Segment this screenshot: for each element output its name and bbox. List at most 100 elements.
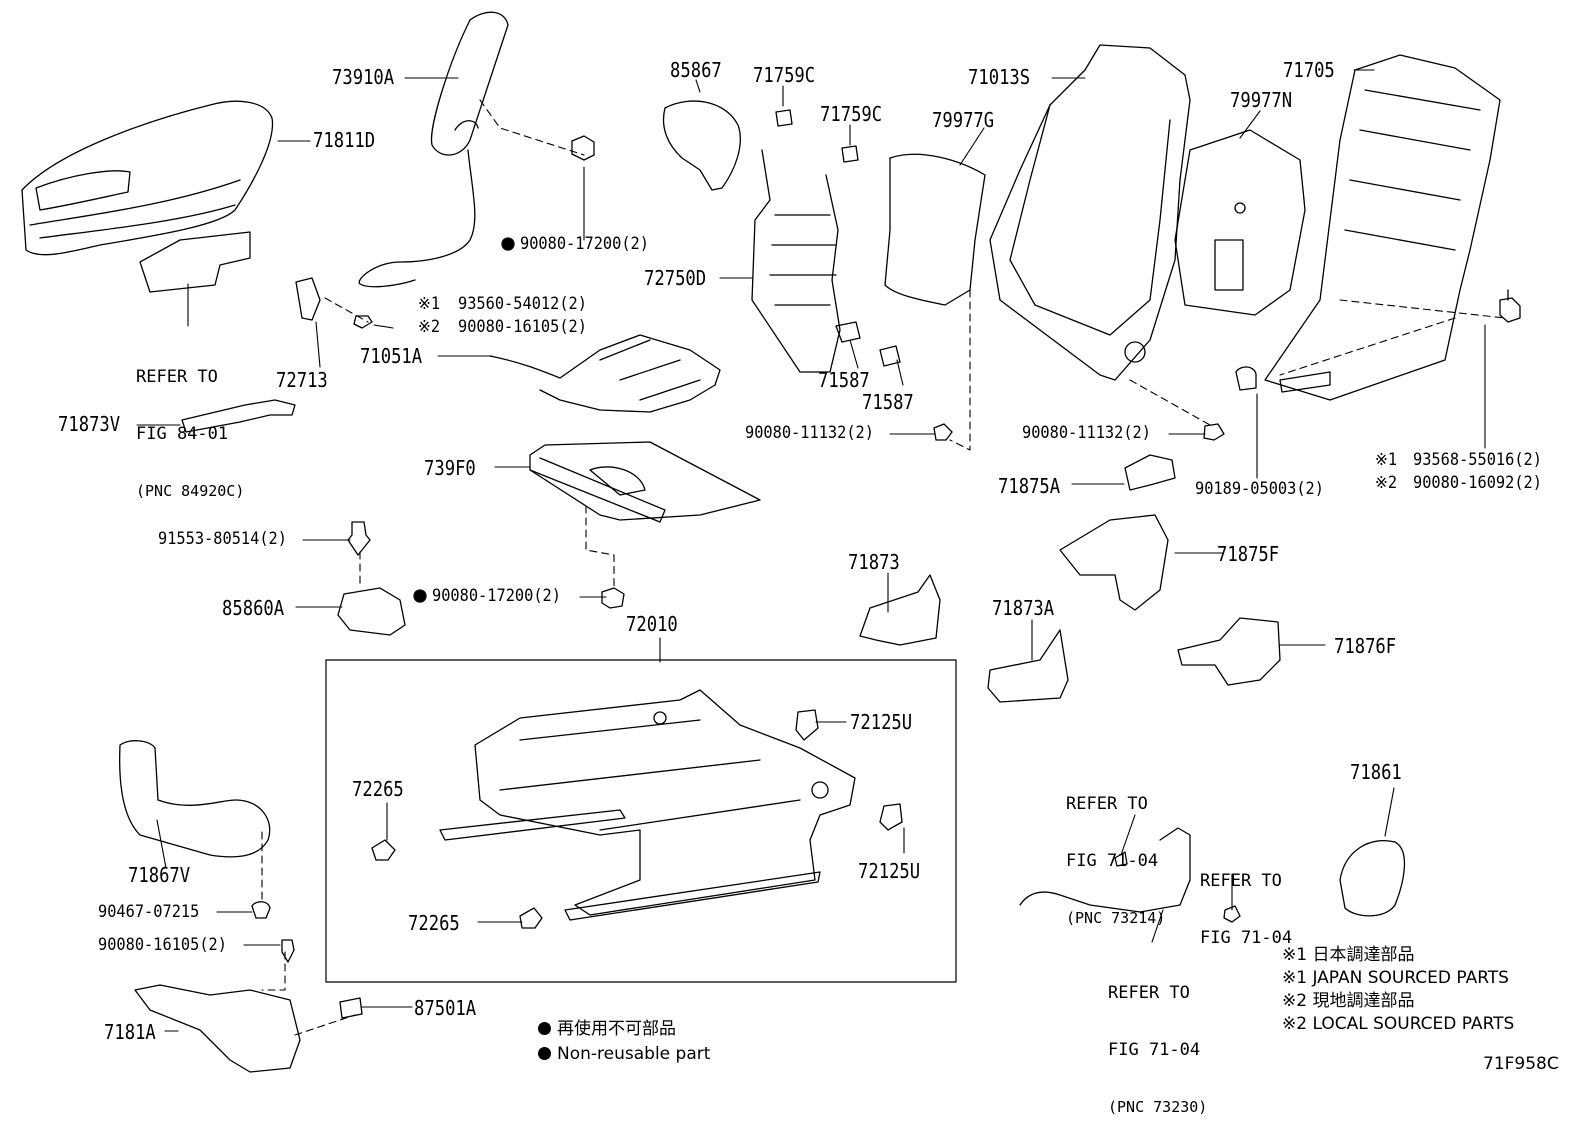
lumbar-support-72750D [751, 149, 841, 373]
part-label-93560[interactable]: 93560-54012(2) [458, 294, 587, 314]
part-71876F [1177, 617, 1281, 686]
part-label-90080-17200-a[interactable]: 90080-17200(2) [520, 234, 649, 254]
nut-marker-a [501, 237, 515, 251]
clip-71587-a [835, 321, 861, 343]
parts-illustration [21, 11, 1521, 1073]
part-label-71875A[interactable]: 71875A [998, 474, 1061, 498]
part-label-72010[interactable]: 72010 [626, 612, 678, 636]
part-71873 [859, 574, 941, 646]
part-label-85867[interactable]: 85867 [670, 58, 722, 82]
part-label-87501A[interactable]: 87501A [414, 996, 477, 1020]
cover-85867 [662, 100, 741, 191]
refer-line-1: REFER TO [1066, 794, 1148, 814]
bullet-icon [538, 1022, 551, 1035]
part-71873V [181, 399, 296, 433]
legend-japan-sourced-en: ※1 JAPAN SOURCED PARTS [1282, 968, 1509, 988]
mark-2-b: ※2 [1375, 473, 1398, 493]
part-label-71051A[interactable]: 71051A [360, 344, 423, 368]
clip-90189 [1235, 366, 1257, 391]
refer-line-2: FIG 71-04 [1108, 1040, 1201, 1060]
pad-79977N [1174, 129, 1306, 316]
part-label-739F0[interactable]: 739F0 [424, 456, 476, 480]
refer-line-3: (PNC 73214) [1066, 909, 1166, 927]
legend-japan-sourced-jp: ※1 日本調達部品 [1282, 945, 1415, 965]
part-label-72713[interactable]: 72713 [276, 368, 328, 392]
dashed-assembly-lines [261, 99, 1506, 1036]
refer-line-1: REFER TO [1108, 983, 1190, 1003]
part-87501A [339, 997, 363, 1019]
bracket-84920C [139, 231, 251, 293]
part-label-90080-17200-b[interactable]: 90080-17200(2) [432, 586, 561, 606]
refer-line-3: (PNC 73230) [1108, 1098, 1208, 1116]
pad-79977G [884, 153, 986, 306]
bolt-90080-11132-b [1203, 423, 1225, 441]
back-board-71705 [1264, 54, 1501, 401]
part-label-72265-b[interactable]: 72265 [408, 911, 460, 935]
mark-2-a: ※2 [418, 317, 441, 337]
part-label-79977G[interactable]: 79977G [932, 108, 995, 132]
bracket-7181A [134, 984, 301, 1073]
refer-line-2: FIG 71-04 [1066, 851, 1159, 871]
part-label-93568[interactable]: 93568-55016(2) [1413, 450, 1542, 470]
side-shield-71811D [21, 100, 274, 256]
part-label-90080-16092[interactable]: 90080-16092(2) [1413, 473, 1542, 493]
part-label-71875F[interactable]: 71875F [1217, 542, 1280, 566]
refer-line-2: FIG 84-01 [136, 424, 229, 444]
part-label-71873V[interactable]: 71873V [58, 412, 121, 436]
bolt-91553 [347, 521, 371, 556]
lumbar-73910A [358, 11, 509, 288]
mark-1-b: ※1 [1375, 450, 1398, 470]
part-label-72265-a[interactable]: 72265 [352, 777, 404, 801]
clip-71759C-a [775, 109, 793, 127]
pad-79977N-hole [1214, 239, 1244, 291]
part-71861 [1339, 840, 1406, 917]
part-label-71705[interactable]: 71705 [1283, 58, 1335, 82]
part-label-71759C-a[interactable]: 71759C [753, 63, 816, 87]
screw-93560 [353, 315, 373, 329]
bolt-90080-16105-b [281, 939, 295, 963]
legend-local-sourced-jp: ※2 現地調達部品 [1282, 991, 1415, 1011]
clip-72125U-a [795, 709, 819, 741]
nut-90080-17200-a [571, 135, 595, 161]
part-label-72125U-a[interactable]: 72125U [850, 710, 913, 734]
part-label-79977N[interactable]: 79977N [1230, 88, 1293, 112]
refer-fig-71-04-73214: REFER TO FIG 71-04 (PNC 73214) [1066, 757, 1165, 947]
seatback-frame-71013S [989, 44, 1191, 381]
part-label-91553[interactable]: 91553-80514(2) [158, 529, 287, 549]
part-label-73910A[interactable]: 73910A [332, 65, 395, 89]
refer-line-1: REFER TO [1200, 871, 1282, 891]
part-label-72750D[interactable]: 72750D [644, 266, 707, 290]
part-label-90467[interactable]: 90467-07215 [98, 902, 200, 922]
bolt-90080-11132-a [933, 423, 953, 441]
part-label-71873[interactable]: 71873 [848, 550, 900, 574]
part-label-71867V[interactable]: 71867V [128, 863, 191, 887]
part-label-71873A[interactable]: 71873A [992, 596, 1055, 620]
part-label-71587-b[interactable]: 71587 [862, 390, 914, 414]
refer-fig-71-04-73230: REFER TO FIG 71-04 (PNC 73230) [1108, 946, 1207, 1136]
part-label-7181A[interactable]: 7181A [104, 1020, 156, 1044]
part-label-72125U-b[interactable]: 72125U [858, 859, 921, 883]
diagram-code: 71F958C [1483, 1054, 1559, 1074]
part-label-71013S[interactable]: 71013S [968, 65, 1031, 89]
part-label-71587-a[interactable]: 71587 [818, 368, 870, 392]
switch-85860A [337, 587, 406, 636]
part-label-71861[interactable]: 71861 [1350, 760, 1402, 784]
part-71875A [1124, 454, 1176, 491]
part-label-71811D[interactable]: 71811D [313, 128, 376, 152]
part-label-85860A[interactable]: 85860A [222, 596, 285, 620]
part-label-71876F[interactable]: 71876F [1334, 634, 1397, 658]
part-label-71759C-b[interactable]: 71759C [820, 102, 883, 126]
seat-track-72010 [439, 689, 856, 921]
part-label-90080-16105-a[interactable]: 90080-16105(2) [458, 317, 587, 337]
part-label-90189[interactable]: 90189-05003(2) [1195, 479, 1324, 499]
belt-harness [1019, 827, 1241, 923]
part-label-90080-11132-a[interactable]: 90080-11132(2) [745, 423, 874, 443]
nut-90080-17200-b [601, 587, 625, 609]
cushion-pad-739F0 [529, 441, 761, 523]
bullet-icon [538, 1047, 551, 1060]
part-label-90080-11132-b[interactable]: 90080-11132(2) [1022, 423, 1151, 443]
part-label-90080-16105-b[interactable]: 90080-16105(2) [98, 935, 227, 955]
clip-71759C-b [841, 145, 859, 163]
refer-line-1: REFER TO [136, 367, 218, 387]
clip-72265-b [519, 907, 543, 929]
